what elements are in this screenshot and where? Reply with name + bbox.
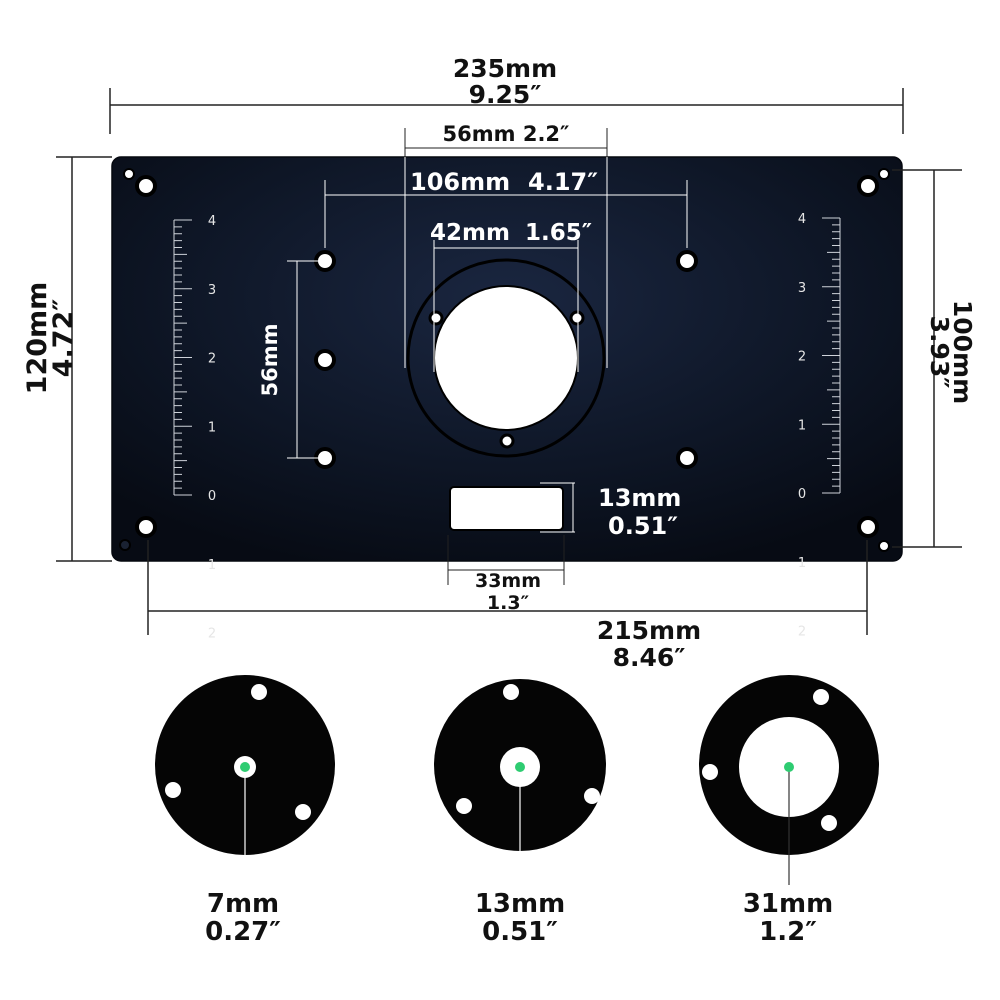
inner-hole-span-mm: 106mm xyxy=(410,168,510,196)
ruler-label: 3 xyxy=(208,283,216,298)
ring-13mm xyxy=(434,679,606,885)
ruler-label: 1 xyxy=(208,558,216,573)
ruler-label: 1 xyxy=(208,420,216,435)
slot-width-mm: 33mm xyxy=(475,570,541,592)
slot-width-inch: 1.3″ xyxy=(487,592,530,614)
corner-hole-tr xyxy=(857,175,879,197)
dim-mount-width xyxy=(147,540,868,635)
ruler-label: 1 xyxy=(798,556,806,571)
corner-holes xyxy=(135,175,879,538)
dim-inner-hole-span xyxy=(324,180,688,248)
ruler-label: 2 xyxy=(798,625,806,640)
ring-1-mm: 7mm xyxy=(207,889,279,919)
ring-center-marker xyxy=(240,762,250,772)
center-hole-inch: 1.65″ xyxy=(525,220,592,246)
vertical-span-label: 56mm xyxy=(258,324,282,397)
slot xyxy=(449,486,564,531)
corner-hole-tl xyxy=(135,175,157,197)
dim-overall-width: 235mm 9.25″ xyxy=(109,54,904,134)
dim-center-hole xyxy=(433,240,579,372)
ring-center-marker xyxy=(784,762,794,772)
slot-height-inch: 0.51″ xyxy=(608,512,678,540)
ruler-label: 2 xyxy=(798,350,806,365)
ring-1-inch: 0.27″ xyxy=(205,917,281,947)
dim-slot-height xyxy=(540,482,575,533)
corner-hole-bl xyxy=(135,516,157,538)
ring-3-inch: 1.2″ xyxy=(759,917,817,947)
overall-width-inch: 9.25″ xyxy=(469,80,542,109)
dim-overall-height xyxy=(56,156,112,562)
ruler-label: 3 xyxy=(798,281,806,296)
mount-width-mm: 215mm xyxy=(597,616,701,645)
slot-height-mm: 13mm xyxy=(598,484,681,512)
ruler-label: 1 xyxy=(798,418,806,433)
ring-7mm xyxy=(155,675,335,885)
center-hole xyxy=(433,285,579,431)
overall-width-mm: 235mm xyxy=(453,54,557,83)
ring-center-marker xyxy=(515,762,525,772)
dim-outer-hole-span xyxy=(404,128,608,368)
overall-height-mm: 120mm xyxy=(22,282,53,395)
overall-height-inch: 4.72″ xyxy=(48,299,79,378)
dim-vertical-span xyxy=(287,260,318,459)
ring-31mm xyxy=(699,675,879,885)
ruler-label: 4 xyxy=(798,212,806,227)
inner-height-inch: 3.93″ xyxy=(925,316,954,389)
ring-2-mm: 13mm xyxy=(475,889,565,919)
ring-2-inch: 0.51″ xyxy=(482,917,558,947)
outer-hole-span-label: 56mm 2.2″ xyxy=(443,122,570,146)
mount-width-inch: 8.46″ xyxy=(613,643,686,672)
corner-hole-br xyxy=(857,516,879,538)
dim-inner-height xyxy=(892,169,962,548)
insert-screw-holes xyxy=(428,310,585,449)
ring-3-mm: 31mm xyxy=(743,889,833,919)
ruler-label: 4 xyxy=(208,214,216,229)
insert-recess xyxy=(406,258,606,458)
ruler-label: 0 xyxy=(798,487,806,502)
corner-small-holes xyxy=(119,168,890,552)
dim-slot-width xyxy=(447,535,565,585)
ruler-label: 0 xyxy=(208,489,216,504)
ruler-label: 2 xyxy=(208,352,216,367)
ruler-label: 2 xyxy=(208,627,216,642)
center-hole-mm: 42mm xyxy=(430,220,510,246)
ruler-right: 432101234 xyxy=(798,212,841,777)
inner-hole-span-inch: 4.17″ xyxy=(528,168,598,196)
inner-height-mm: 100mm xyxy=(948,300,977,404)
